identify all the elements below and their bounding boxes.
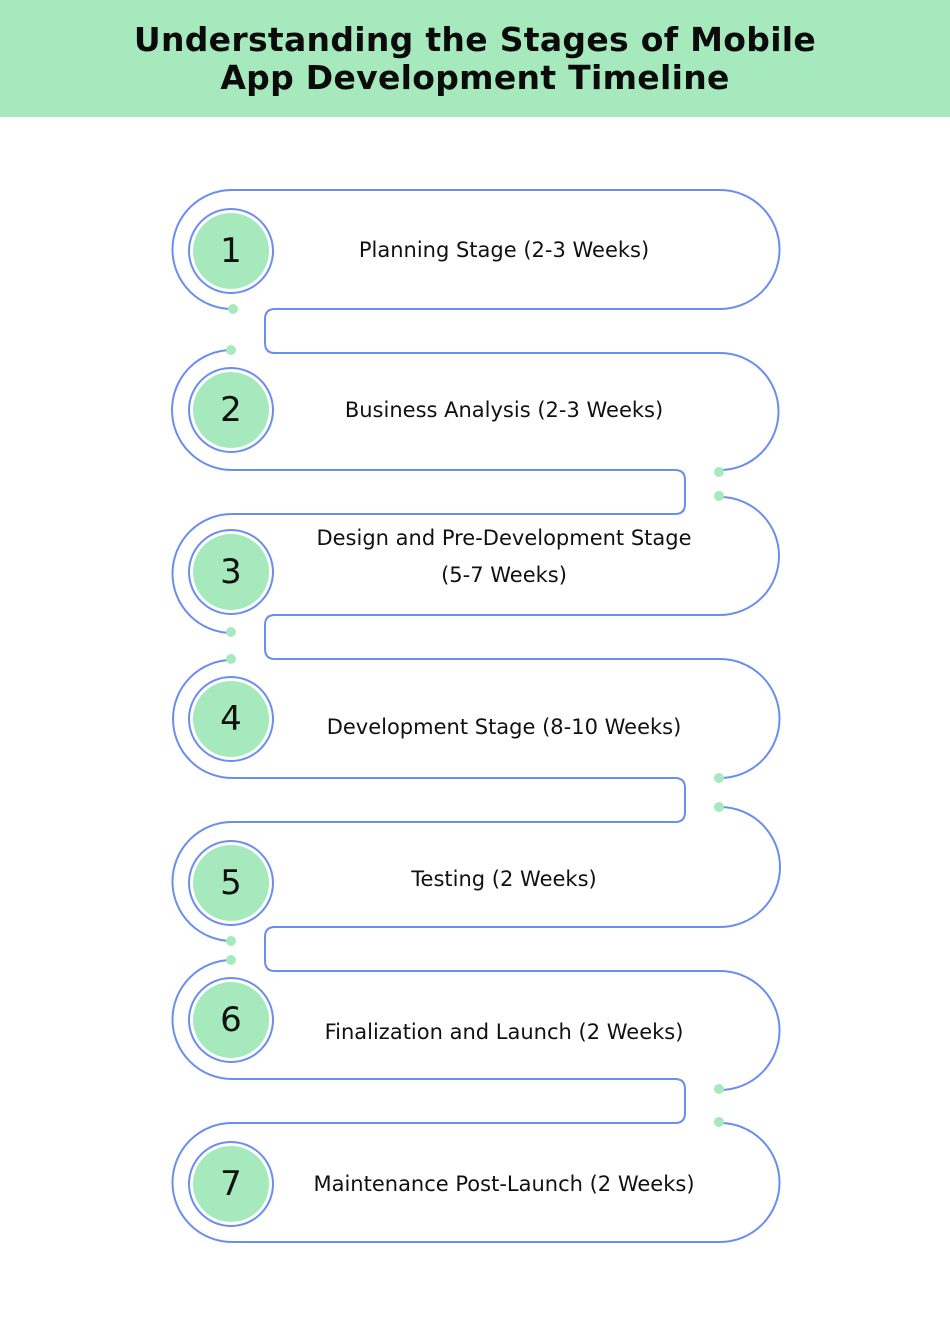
stage-label: Business Analysis (2-3 Weeks) [344,398,664,422]
connector-dots [226,304,724,1127]
stage-label: Testing (2 Weeks) [411,867,597,891]
page-title: Understanding the Stages of Mobile App D… [133,19,817,97]
header-banner: Understanding the Stages of Mobile App D… [0,0,950,117]
stage-label: Finalization and Launch (2 Weeks) [324,1020,684,1044]
stage-number-badge: 4 [193,681,269,757]
stage-label: Maintenance Post-Launch (2 Weeks) [313,1172,695,1196]
stage-number-badge: 1 [193,213,269,289]
title-line-2: App Development Timeline [220,57,730,97]
title-line-1: Understanding the Stages of Mobile [133,19,817,59]
stage-number-badge: 2 [193,372,269,448]
stage-number-badge: 5 [193,845,269,921]
stage-number-badge: 6 [193,982,269,1058]
stage-number-badge: 7 [193,1146,269,1222]
stage-label: Planning Stage (2-3 Weeks) [358,238,650,262]
stage-number-badge: 3 [193,534,269,610]
stage-label: Design and Pre-Development Stage (5-7 We… [316,526,692,587]
stage-label: Development Stage (8-10 Weeks) [326,715,682,739]
